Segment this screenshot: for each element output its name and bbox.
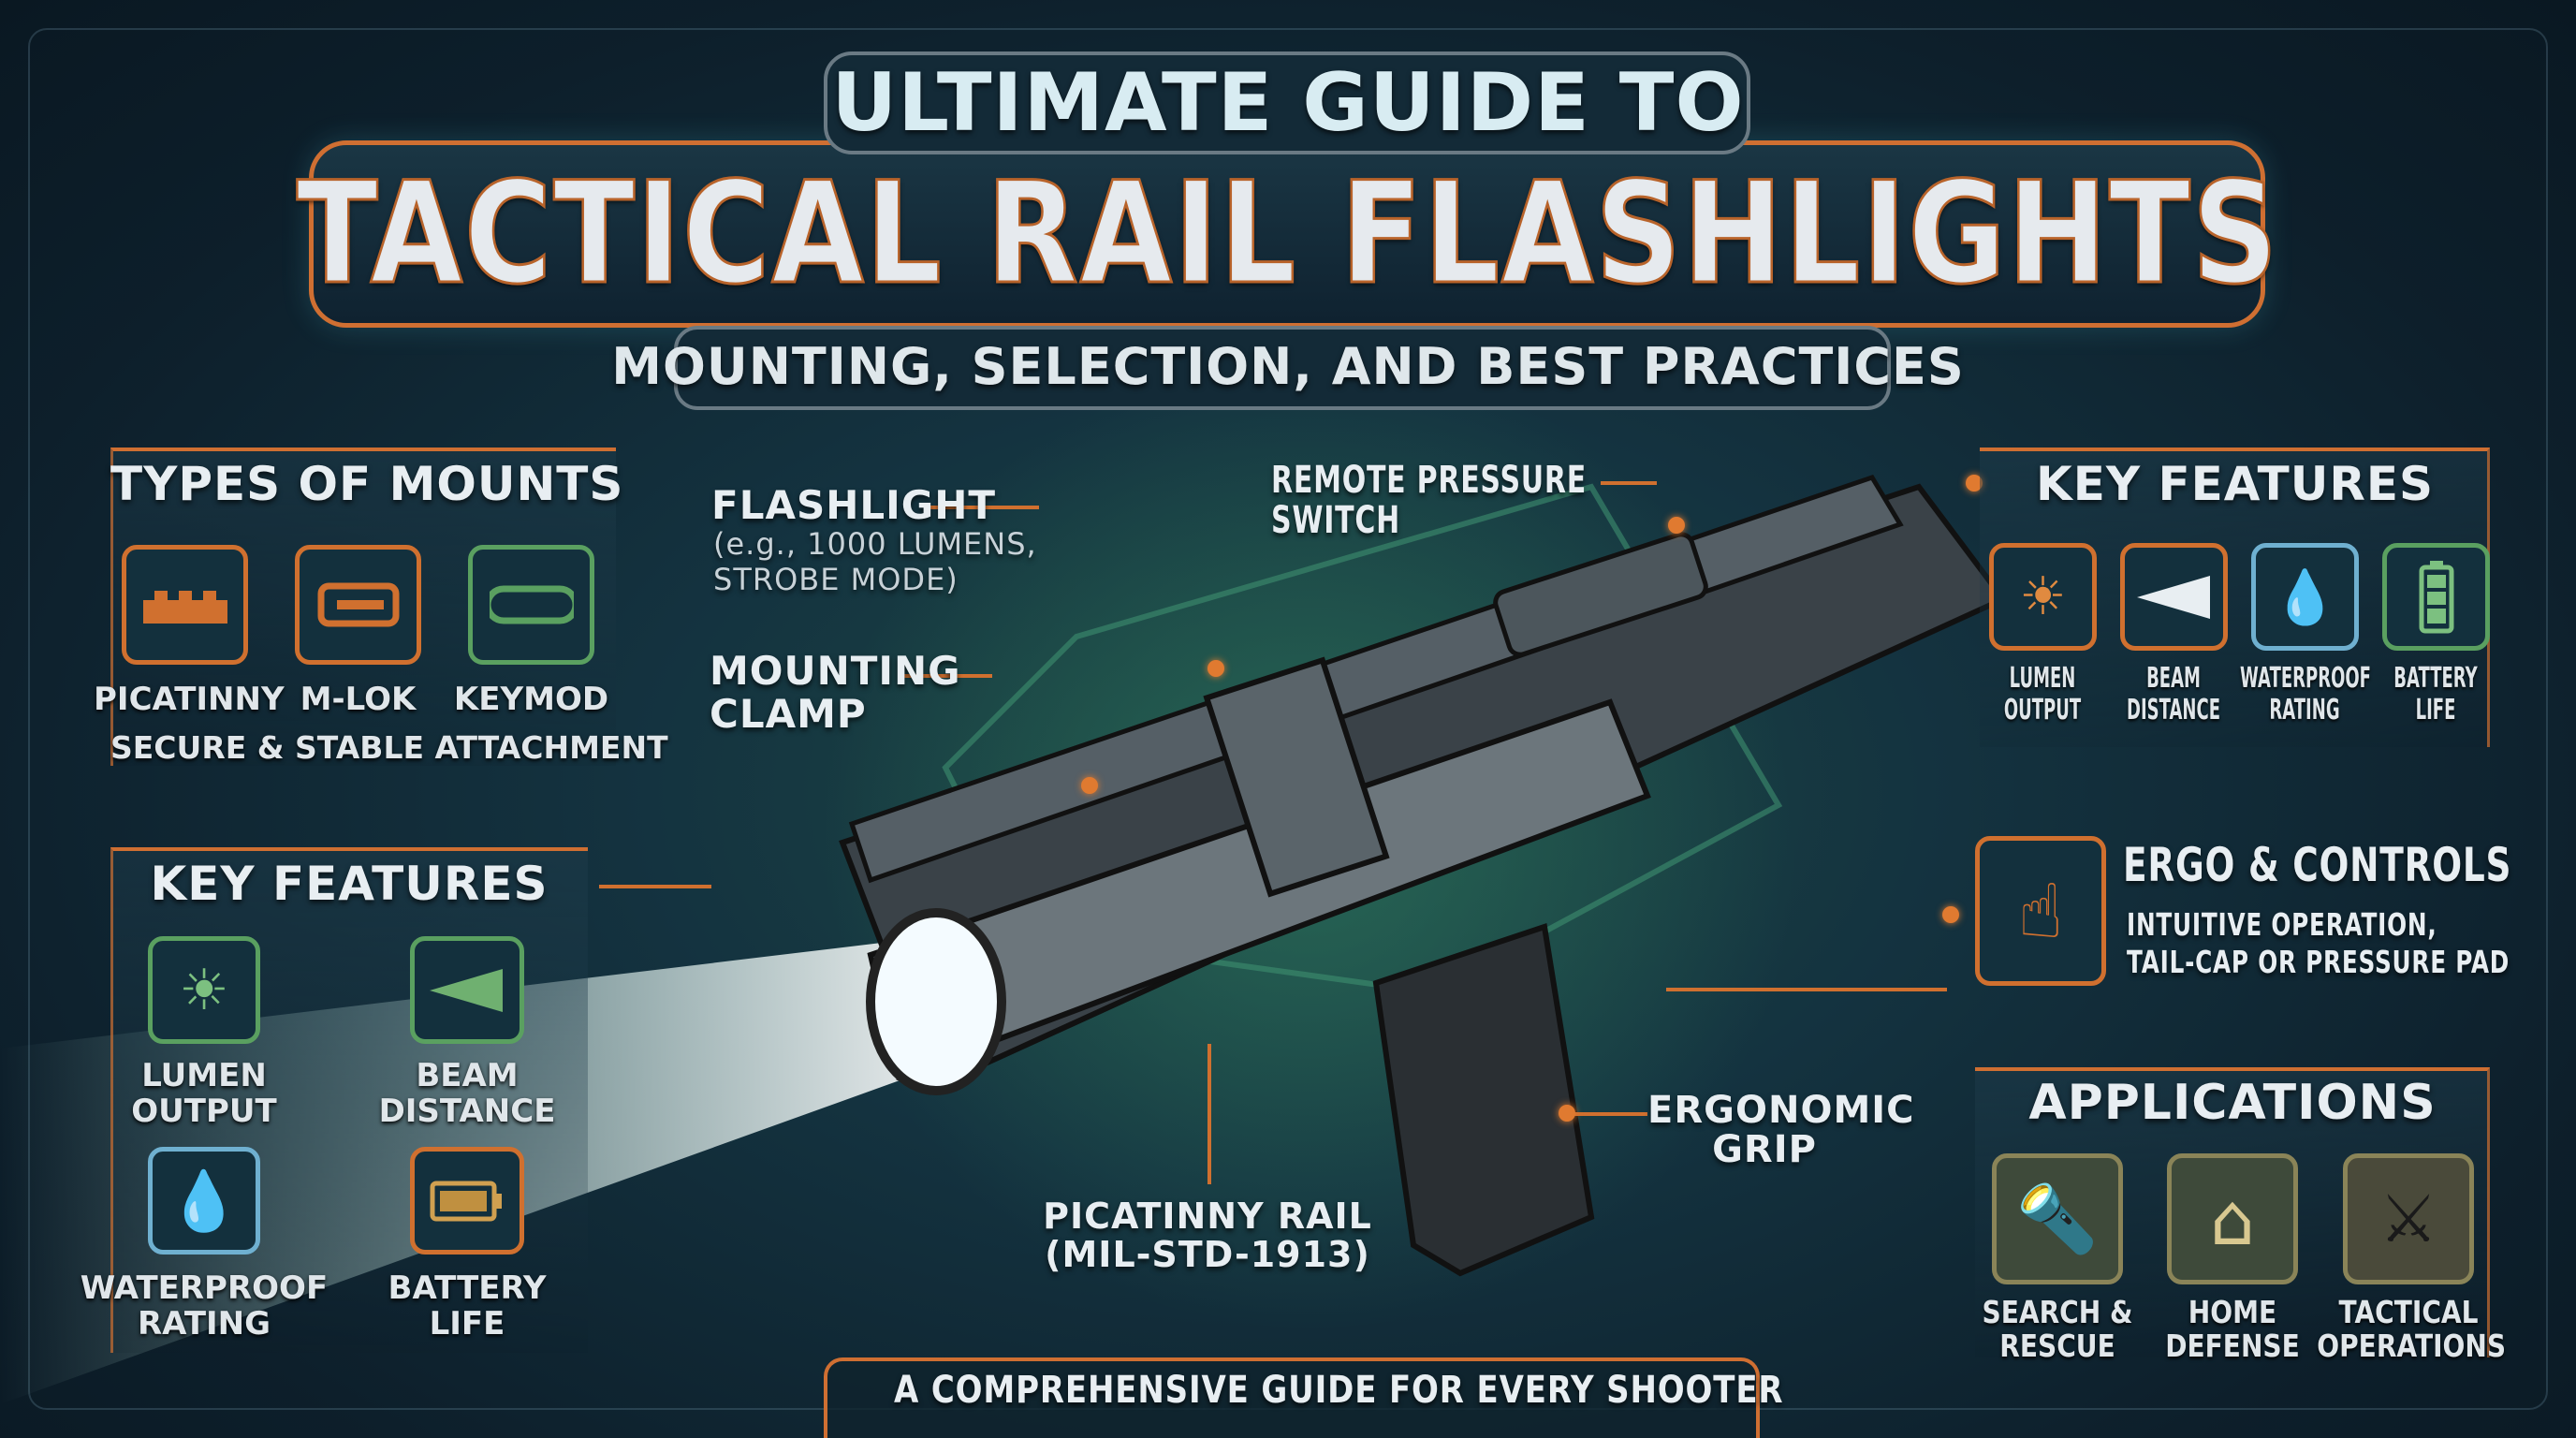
types-of-mounts-title: TYPES OF MOUNTS xyxy=(110,457,624,511)
app-home-defense-1: HOME xyxy=(2188,1294,2277,1330)
switch-dot xyxy=(1668,517,1685,534)
ergo-title: ERGO & CONTROLS xyxy=(2123,838,2512,892)
mounting-clamp xyxy=(1203,656,1390,898)
applications-title: APPLICATIONS xyxy=(2028,1075,2437,1131)
flashlight-lens xyxy=(866,908,1006,1095)
picatinny-rail-icon xyxy=(122,545,248,665)
callout-grip-2: GRIP xyxy=(1712,1128,1817,1171)
app-home-defense-2: DEFENSE xyxy=(2165,1328,2300,1364)
right-key-features-title: KEY FEATURES xyxy=(2035,457,2434,511)
ergo-line-1: INTUITIVE OPERATION, xyxy=(2127,906,2437,943)
mount-label-keymod: KEYMOD xyxy=(453,681,609,718)
pressure-switch xyxy=(1493,532,1708,657)
subtitle-plate xyxy=(674,326,1891,410)
callout-clamp-1: MOUNTING xyxy=(710,648,961,694)
left-key-features-title: KEY FEATURES xyxy=(150,857,549,911)
sun-icon: ☀ xyxy=(148,936,260,1044)
search-rescue-image: 🔦 xyxy=(1992,1153,2123,1284)
features-leader xyxy=(599,885,711,888)
callout-rail-2: (MIL-STD-1913) xyxy=(1045,1234,1370,1275)
water-drop-icon: 💧 xyxy=(148,1147,260,1255)
app-tactical-2: OPERATIONS xyxy=(2317,1328,2507,1364)
flashlight-leader xyxy=(927,506,1039,509)
ergo-leader xyxy=(1666,988,1947,991)
right-beam-icon xyxy=(2120,543,2228,651)
ergo-dot xyxy=(1942,906,1959,923)
app-search-rescue-1: SEARCH & xyxy=(1982,1294,2133,1330)
footer-plate xyxy=(824,1357,1760,1438)
mount-label-m-lok: M-LOK xyxy=(300,681,417,718)
clamp-dot xyxy=(1081,777,1098,794)
left-key-features-panel xyxy=(110,847,588,1353)
callout-flashlight-note-1: (e.g., 1000 LUMENS, xyxy=(713,526,1037,562)
callout-flashlight: FLASHLIGHT xyxy=(711,482,997,528)
mounts-caption: SECURE & STABLE ATTACHMENT xyxy=(110,729,668,766)
home-defense-image: ⌂ xyxy=(2167,1153,2298,1284)
kicker-plate xyxy=(824,51,1750,154)
app-search-rescue-2: RESCUE xyxy=(1999,1328,2115,1364)
rail-leader xyxy=(1208,1044,1211,1184)
clamp-leader xyxy=(899,674,992,678)
right-feature-label-beam: BEAM DISTANCE xyxy=(2127,662,2220,726)
beam-icon xyxy=(410,936,524,1044)
battery-icon xyxy=(410,1147,524,1255)
left-feature-label-battery: BATTERY LIFE xyxy=(388,1269,547,1343)
callout-clamp-2: CLAMP xyxy=(710,691,867,737)
right-features-dot xyxy=(1966,475,1983,492)
ergo-line-2: TAIL-CAP OR PRESSURE PAD xyxy=(2127,944,2510,980)
app-tactical-1: TACTICAL xyxy=(2338,1294,2479,1330)
right-water-drop-icon: 💧 xyxy=(2251,543,2359,651)
callout-rail-1: PICATINNY RAIL xyxy=(1043,1196,1372,1237)
page-subtitle: MOUNTING, SELECTION, AND BEST PRACTICES xyxy=(611,337,1965,396)
callout-grip-1: ERGONOMIC xyxy=(1647,1089,1915,1132)
bulb-icon: ☀ xyxy=(1989,543,2097,651)
callout-flashlight-note-2: STROBE MODE) xyxy=(713,562,959,597)
title-plate xyxy=(309,140,2265,328)
left-feature-label-beam: BEAM DISTANCE xyxy=(378,1057,556,1130)
title-kicker: ULTIMATE GUIDE TO xyxy=(831,56,1745,150)
right-battery-icon xyxy=(2382,543,2490,651)
keymod-slot-icon xyxy=(468,545,594,665)
right-feature-label-battery: BATTERY LIFE xyxy=(2393,662,2478,726)
grip-dot xyxy=(1559,1105,1575,1122)
callout-switch-2: SWITCH xyxy=(1271,499,1400,542)
m-lok-slot-icon xyxy=(295,545,421,665)
grip-leader xyxy=(1573,1112,1647,1116)
left-feature-label-waterproof: WATERPROOF RATING xyxy=(80,1269,329,1343)
callout-switch-1: REMOTE PRESSURE xyxy=(1271,459,1588,502)
mount-label-picatinny: PICATINNY xyxy=(94,681,285,718)
left-feature-label-lumen: LUMEN OUTPUT xyxy=(131,1057,277,1130)
right-feature-label-waterproof: WATERPROOF RATING xyxy=(2240,662,2371,726)
vertical-grip xyxy=(1372,923,1595,1277)
flashlight-dot xyxy=(1208,660,1224,677)
footer-text: A COMPREHENSIVE GUIDE FOR EVERY SHOOTER xyxy=(894,1369,1784,1412)
page-title: TACTICAL RAIL FLASHLIGHTS xyxy=(296,152,2280,317)
tactical-operations-image: ⚔ xyxy=(2343,1153,2474,1284)
right-feature-label-lumen: LUMEN OUTPUT xyxy=(2003,662,2082,726)
finger-tap-icon: ☝ xyxy=(1975,836,2106,986)
switch-leader xyxy=(1601,481,1657,485)
